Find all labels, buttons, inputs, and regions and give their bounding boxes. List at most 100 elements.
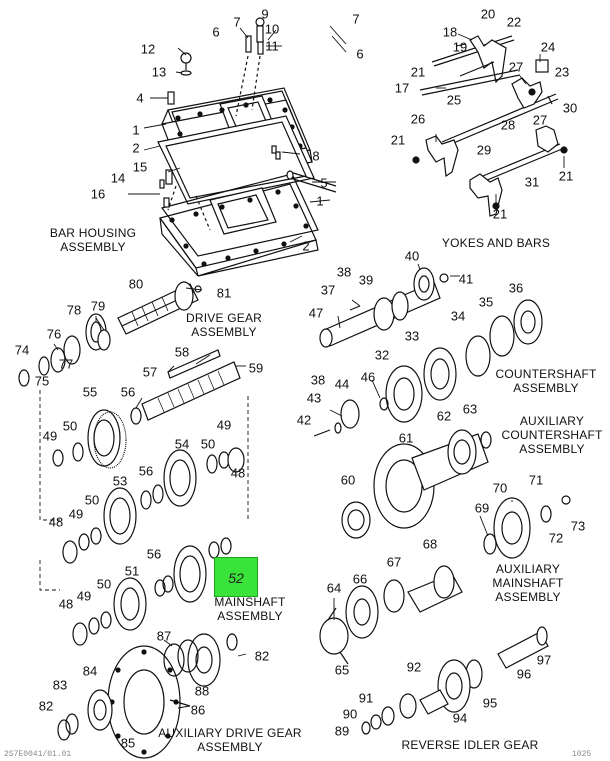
part-number-label[interactable]: 41 bbox=[458, 271, 474, 287]
part-number-label[interactable]: 2 bbox=[132, 140, 140, 156]
part-number-label[interactable]: 56 bbox=[146, 546, 162, 562]
part-number-label[interactable]: 88 bbox=[194, 683, 210, 699]
part-number-label[interactable]: 21 bbox=[390, 132, 406, 148]
part-number-label[interactable]: 23 bbox=[554, 64, 570, 80]
part-number-label[interactable]: 50 bbox=[96, 576, 112, 592]
part-number-label[interactable]: 47 bbox=[308, 305, 324, 321]
part-number-label[interactable]: 50 bbox=[200, 436, 216, 452]
part-number-label[interactable]: 18 bbox=[442, 24, 458, 40]
part-number-label[interactable]: 12 bbox=[140, 41, 156, 57]
part-number-label[interactable]: 6 bbox=[356, 46, 364, 62]
part-number-label[interactable]: 60 bbox=[340, 472, 356, 488]
part-number-label[interactable]: 40 bbox=[404, 248, 420, 264]
part-number-label[interactable]: 13 bbox=[151, 64, 167, 80]
part-number-label[interactable]: 39 bbox=[358, 272, 374, 288]
part-number-label[interactable]: 94 bbox=[452, 710, 468, 726]
part-number-label[interactable]: 19 bbox=[452, 39, 468, 55]
part-number-label[interactable]: 26 bbox=[410, 111, 426, 127]
part-number-label[interactable]: 8 bbox=[312, 148, 320, 164]
part-number-label[interactable]: 15 bbox=[132, 159, 148, 175]
part-number-label[interactable]: 73 bbox=[570, 518, 586, 534]
part-number-label[interactable]: 17 bbox=[394, 80, 410, 96]
part-number-label[interactable]: 6 bbox=[212, 24, 220, 40]
part-number-label[interactable]: 30 bbox=[562, 100, 578, 116]
part-number-label[interactable]: 38 bbox=[310, 372, 326, 388]
part-number-label[interactable]: 22 bbox=[506, 14, 522, 30]
part-number-label[interactable]: 64 bbox=[326, 580, 342, 596]
part-number-label[interactable]: 77 bbox=[58, 356, 74, 372]
part-number-label[interactable]: 24 bbox=[540, 39, 556, 55]
part-number-label[interactable]: 20 bbox=[480, 6, 496, 22]
part-number-label[interactable]: 74 bbox=[14, 342, 30, 358]
part-number-label[interactable]: 46 bbox=[360, 369, 376, 385]
part-number-label[interactable]: 86 bbox=[190, 702, 206, 718]
part-number-label[interactable]: 76 bbox=[46, 326, 62, 342]
part-number-label[interactable]: 90 bbox=[342, 706, 358, 722]
part-number-label[interactable]: 65 bbox=[334, 662, 350, 678]
part-number-label[interactable]: 1 bbox=[132, 122, 140, 138]
part-number-label[interactable]: 5 bbox=[320, 175, 328, 191]
part-number-label[interactable]: 34 bbox=[450, 308, 466, 324]
part-number-label[interactable]: 62 bbox=[436, 408, 452, 424]
part-number-label[interactable]: 28 bbox=[500, 117, 516, 133]
part-number-label[interactable]: 55 bbox=[82, 384, 98, 400]
part-number-label[interactable]: 72 bbox=[548, 530, 564, 546]
part-number-label[interactable]: 9 bbox=[261, 6, 269, 22]
part-number-label[interactable]: 25 bbox=[446, 92, 462, 108]
part-number-label[interactable]: 51 bbox=[124, 563, 140, 579]
part-number-label[interactable]: 67 bbox=[386, 554, 402, 570]
part-number-label[interactable]: 7 bbox=[233, 14, 241, 30]
part-number-label[interactable]: 50 bbox=[84, 492, 100, 508]
part-number-label[interactable]: 48 bbox=[58, 596, 74, 612]
part-number-label[interactable]: 48 bbox=[230, 465, 246, 481]
part-number-label[interactable]: 63 bbox=[462, 401, 478, 417]
part-number-label[interactable]: 69 bbox=[474, 500, 490, 516]
part-number-label[interactable]: 84 bbox=[82, 663, 98, 679]
part-number-label[interactable]: 27 bbox=[532, 112, 548, 128]
part-number-label[interactable]: 82 bbox=[254, 648, 270, 664]
part-number-label[interactable]: 43 bbox=[306, 390, 322, 406]
part-number-label[interactable]: 21 bbox=[558, 168, 574, 184]
part-number-label[interactable]: 4 bbox=[136, 90, 144, 106]
part-number-label[interactable]: 42 bbox=[296, 412, 312, 428]
part-number-label[interactable]: 95 bbox=[482, 695, 498, 711]
part-number-label[interactable]: 81 bbox=[216, 285, 232, 301]
part-number-label[interactable]: 44 bbox=[334, 376, 350, 392]
part-number-label[interactable]: 14 bbox=[110, 170, 126, 186]
part-number-label[interactable]: 79 bbox=[90, 298, 106, 314]
part-number-label[interactable]: 57 bbox=[142, 364, 158, 380]
part-number-label[interactable]: 92 bbox=[406, 659, 422, 675]
part-number-label[interactable]: 89 bbox=[334, 723, 350, 739]
part-number-label[interactable]: 33 bbox=[404, 328, 420, 344]
part-number-label[interactable]: 2 bbox=[302, 238, 310, 254]
part-number-label[interactable]: 27 bbox=[508, 59, 524, 75]
part-number-label[interactable]: 71 bbox=[528, 472, 544, 488]
part-number-label[interactable]: 78 bbox=[66, 302, 82, 318]
part-number-label[interactable]: 49 bbox=[216, 417, 232, 433]
part-number-label[interactable]: 50 bbox=[62, 418, 78, 434]
part-number-label[interactable]: 53 bbox=[112, 473, 128, 489]
part-number-label[interactable]: 7 bbox=[352, 11, 360, 27]
part-number-label[interactable]: 21 bbox=[410, 64, 426, 80]
part-number-label[interactable]: 10 bbox=[264, 21, 280, 37]
part-number-label[interactable]: 59 bbox=[248, 360, 264, 376]
part-number-label[interactable]: 32 bbox=[374, 347, 390, 363]
part-number-label[interactable]: 31 bbox=[524, 174, 540, 190]
part-number-label[interactable]: 56 bbox=[138, 463, 154, 479]
part-number-label[interactable]: 48 bbox=[48, 514, 64, 530]
part-number-label[interactable]: 82 bbox=[38, 698, 54, 714]
part-number-label[interactable]: 37 bbox=[320, 282, 336, 298]
part-number-label[interactable]: 1 bbox=[316, 193, 324, 209]
part-number-label[interactable]: 56 bbox=[120, 384, 136, 400]
part-number-label[interactable]: 16 bbox=[90, 186, 106, 202]
part-number-label[interactable]: 87 bbox=[156, 628, 172, 644]
part-number-label[interactable]: 49 bbox=[42, 428, 58, 444]
part-number-label[interactable]: 80 bbox=[128, 276, 144, 292]
part-number-label[interactable]: 36 bbox=[508, 280, 524, 296]
part-number-label[interactable]: 70 bbox=[492, 480, 508, 496]
part-number-label[interactable]: 68 bbox=[422, 536, 438, 552]
part-number-label[interactable]: 38 bbox=[336, 264, 352, 280]
part-number-label[interactable]: 66 bbox=[352, 571, 368, 587]
part-number-label[interactable]: 54 bbox=[174, 436, 190, 452]
part-number-label[interactable]: 85 bbox=[120, 735, 136, 751]
